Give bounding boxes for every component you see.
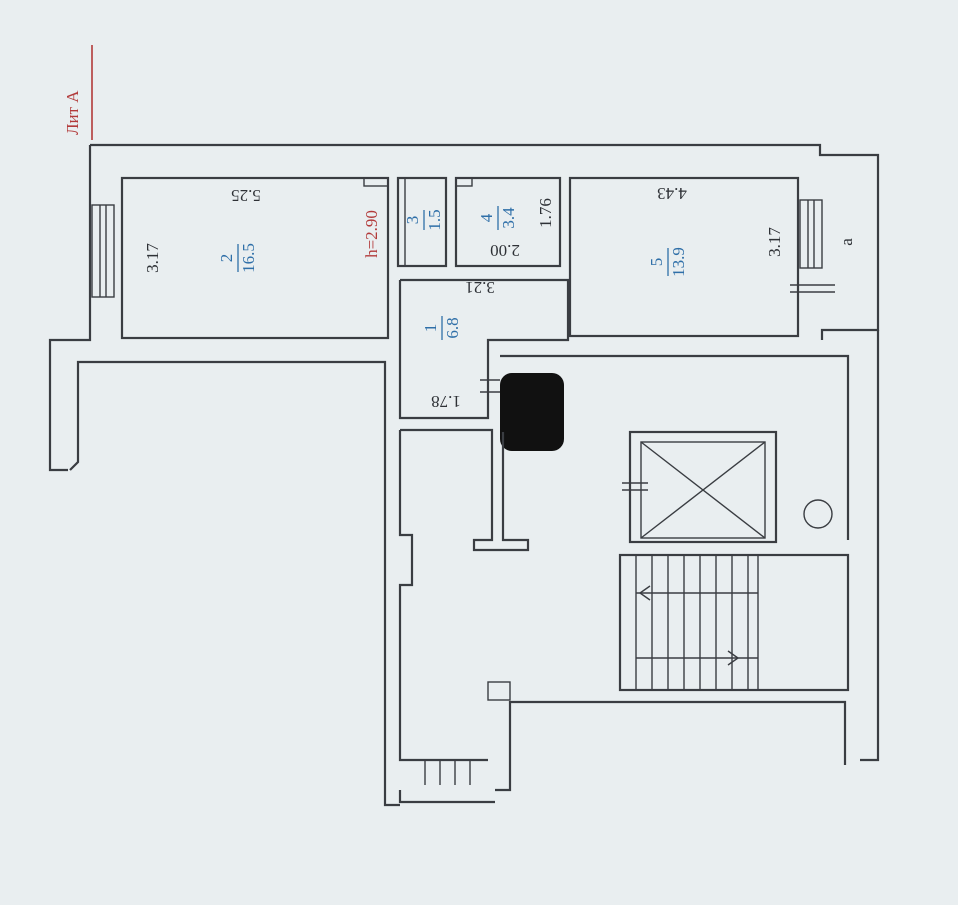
room-3-label: 3 1.5 — [403, 209, 444, 230]
chute-icon — [803, 499, 833, 529]
svg-text:13.9: 13.9 — [669, 247, 688, 277]
ceiling-height: h=2.90 — [362, 210, 381, 258]
dim-hall-length: 1.78 — [431, 392, 461, 411]
svg-text:1.5: 1.5 — [425, 209, 444, 230]
room-5 — [568, 176, 800, 338]
svg-text:5: 5 — [647, 258, 666, 267]
room-4 — [454, 176, 562, 268]
lit-a-label: Лит А — [63, 90, 82, 135]
dim-room4-depth: 1.76 — [536, 198, 555, 228]
svg-text:2: 2 — [217, 254, 236, 263]
svg-text:16.5: 16.5 — [239, 243, 258, 273]
dim-room4-width: 2.00 — [490, 241, 520, 260]
window-right — [790, 199, 835, 293]
room-5-label: 5 13.9 — [647, 247, 688, 277]
corridor — [398, 354, 850, 785]
room-3 — [396, 176, 448, 268]
svg-text:6.8: 6.8 — [443, 317, 462, 338]
elevator-shaft — [622, 430, 778, 544]
room-2 — [120, 176, 390, 340]
window-left — [91, 204, 115, 298]
svg-text:3.4: 3.4 — [499, 207, 518, 229]
svg-text:1: 1 — [421, 324, 440, 333]
room-1-label: 1 6.8 — [421, 316, 462, 340]
room-1 — [398, 278, 570, 420]
staircase — [487, 553, 850, 701]
dim-room5-width: 4.43 — [657, 184, 687, 203]
corner-mark: a — [837, 238, 856, 246]
outer-walls — [48, 143, 880, 807]
dim-room5-depth: 3.17 — [765, 227, 784, 257]
svg-text:4: 4 — [477, 213, 496, 222]
room-4-label: 4 3.4 — [477, 206, 518, 230]
dim-room2-width: 5.25 — [231, 186, 261, 205]
svg-text:3: 3 — [403, 216, 422, 225]
dim-hall-width: 3.21 — [465, 278, 495, 297]
room-2-label: 2 16.5 — [217, 243, 258, 273]
dim-room2-depth: 3.17 — [143, 243, 162, 273]
redaction-block — [500, 373, 564, 451]
